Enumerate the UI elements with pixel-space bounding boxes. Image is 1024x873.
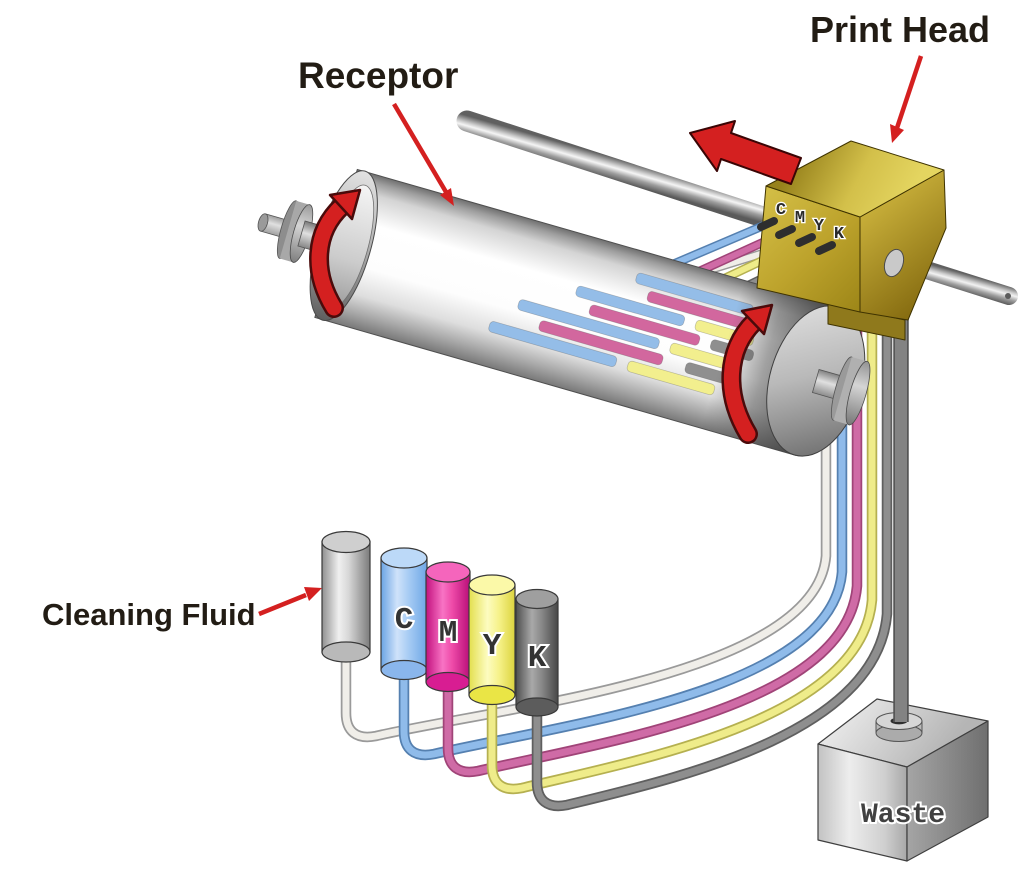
print-head-port-labels: C M Y K xyxy=(775,200,847,246)
print-head-port-connectors xyxy=(757,217,836,255)
cleaning-fluid-arrow xyxy=(258,587,322,617)
waste-label: Waste xyxy=(861,800,945,831)
receptor-arrow xyxy=(392,102,454,206)
carriage-rail xyxy=(456,110,777,229)
rail-end-cap xyxy=(1005,293,1011,299)
cyan-tube xyxy=(400,278,846,759)
magenta-cartridge xyxy=(425,561,471,693)
ink-cartridges xyxy=(321,530,559,717)
print-head xyxy=(756,140,947,341)
port-label-c: C xyxy=(776,201,786,220)
cartridge-label-m: M xyxy=(439,616,458,651)
receptor-drum xyxy=(257,168,871,457)
print-head-arrow xyxy=(890,55,924,143)
drum-rotation-arrow-right xyxy=(721,303,774,444)
cleaning-fluid-bottle xyxy=(321,530,371,663)
black-cartridge xyxy=(515,588,559,717)
print-head-top-face xyxy=(765,140,945,218)
waste-box xyxy=(817,698,989,862)
cleaning-fluid-label: Cleaning Fluid xyxy=(42,597,256,632)
cartridge-label-y: Y xyxy=(483,629,502,664)
yellow-tube xyxy=(488,280,876,793)
black-tube xyxy=(533,282,891,810)
cyan-cartridge xyxy=(380,547,428,681)
print-head-label: Print Head xyxy=(810,9,990,50)
cartridge-label-c: C xyxy=(395,603,414,638)
rail-collar xyxy=(883,248,905,278)
port-label-k: K xyxy=(834,225,845,244)
carriage-direction-arrow xyxy=(689,120,802,185)
drum-right-axle xyxy=(811,356,871,426)
yellow-cartridge xyxy=(468,574,516,706)
magenta-tube xyxy=(444,278,861,776)
port-label-m: M xyxy=(795,209,805,228)
waste-box-right xyxy=(906,720,989,862)
port-label-y: Y xyxy=(814,217,825,236)
receptor-label: Receptor xyxy=(298,55,458,96)
drum-ink-stripes xyxy=(488,272,755,396)
cartridge-labels: C M Y K xyxy=(393,601,549,678)
drum-rotation-arrow-left xyxy=(309,188,362,318)
cartridge-label-k: K xyxy=(528,641,547,676)
